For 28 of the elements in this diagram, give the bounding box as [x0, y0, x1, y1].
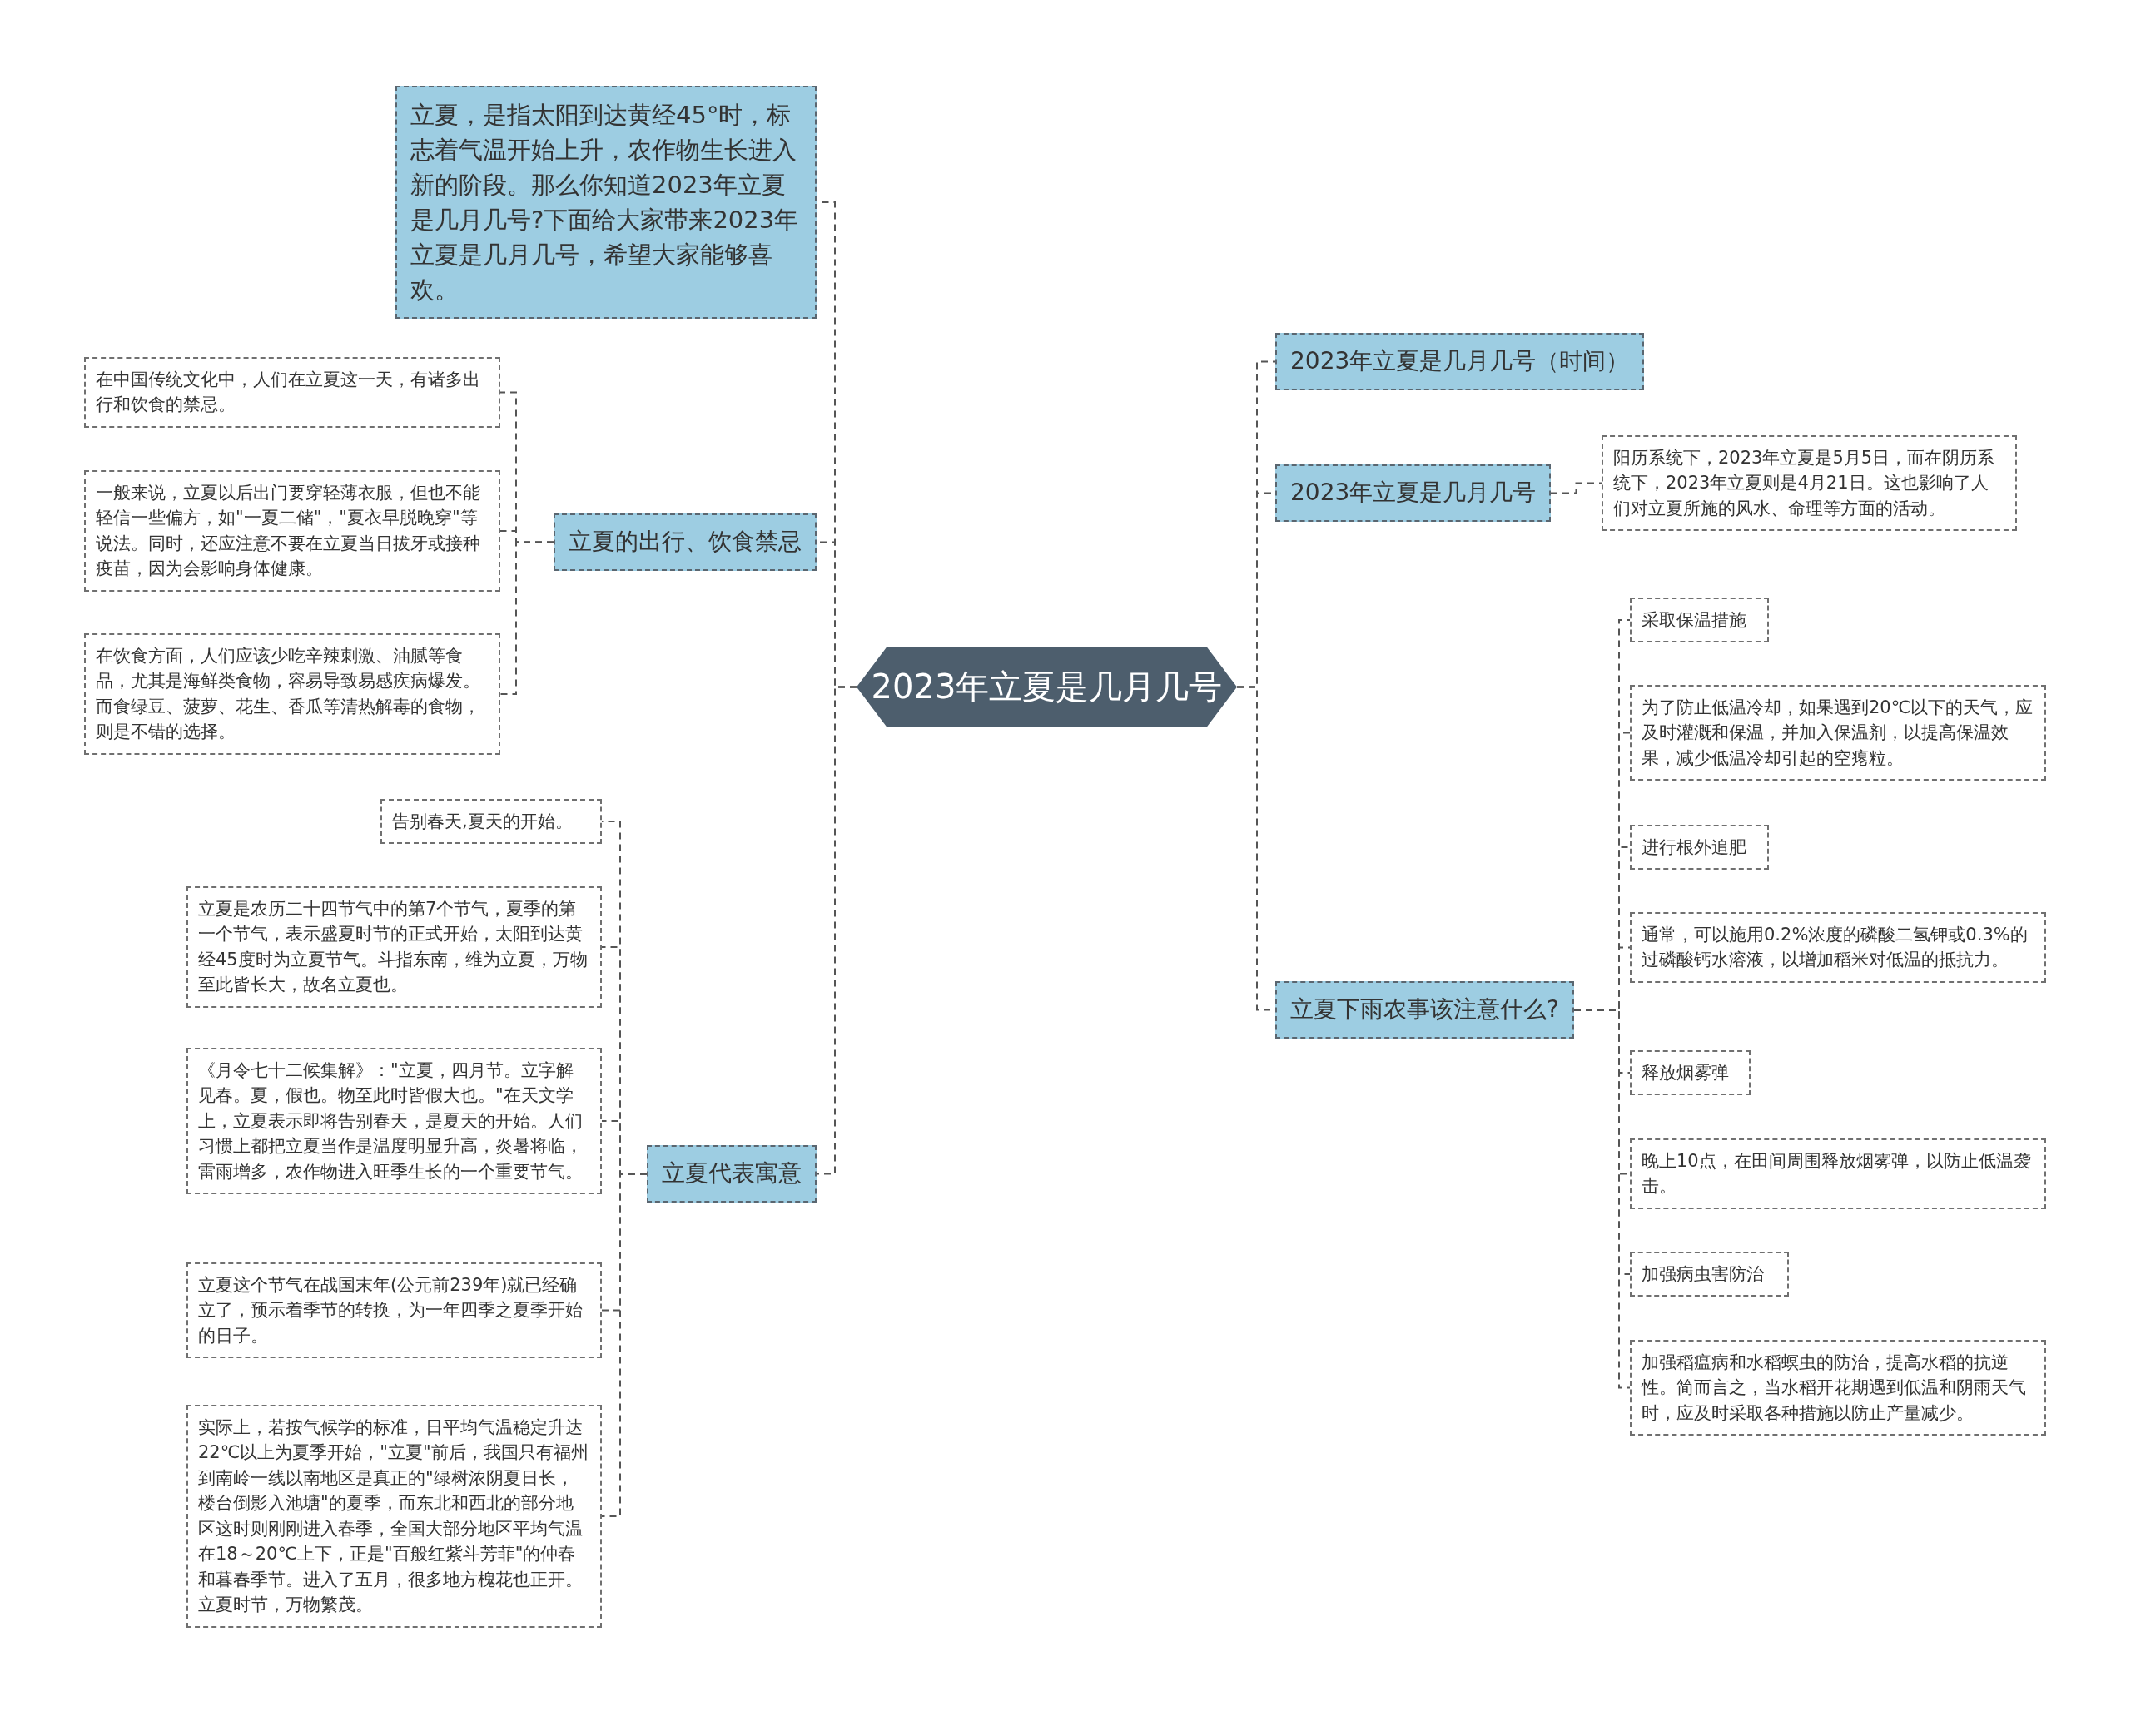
- note-box: 为了防止低温冷却，如果遇到20℃以下的天气，应及时灌溉和保温，并加入保温剂，以提高保温效果，减少低温冷却引起的空瘪粒。: [1630, 685, 2046, 781]
- topic-box: 立夏下雨农事该注意什么?: [1275, 981, 1574, 1039]
- connector-line: [816, 686, 857, 1175]
- note-box: 《月令七十二候集解》："立夏，四月节。立字解见春。夏，假也。物至此时皆假大也。"在天文学上，立夏表示即将告别春天，是夏天的开始。人们习惯上都把立夏当作是温度明显升高，炎暑将临，雷雨增多，农作物进入旺季生长的一个重要节气。: [186, 1048, 602, 1195]
- note-box: 释放烟雾弹: [1630, 1050, 1751, 1096]
- note-box: 进行根外追肥: [1630, 825, 1769, 870]
- topic-box: 立夏的出行、饮食禁忌: [554, 513, 817, 571]
- note-box: 加强稻瘟病和水稻螟虫的防治，提高水稻的抗逆性。简而言之，当水稻开花期遇到低温和阴雨天气时，应及时采取各种措施以防止产量减少。: [1630, 1340, 2046, 1436]
- note-box: 立夏这个节气在战国末年(公元前239年)就已经确立了，预示着季节的转换，为一年四季之夏季开始的日子。: [186, 1262, 602, 1359]
- connector-line: [1550, 482, 1602, 494]
- note-box: 采取保温措施: [1630, 598, 1769, 643]
- topic-box: 立夏代表寓意: [647, 1145, 817, 1203]
- note-box: 一般来说，立夏以后出门要穿轻薄衣服，但也不能轻信一些偏方，如"一夏二储"，"夏衣早脱晚穿"等说法。同时，还应注意不要在立夏当日拔牙或接种疫苗，因为会影响身体健康。: [84, 470, 500, 592]
- note-box: 告别春天,夏天的开始。: [380, 799, 602, 845]
- note-box: 在饮食方面，人们应该少吃辛辣刺激、油腻等食品，尤其是海鲜类食物，容易导致易感疾病爆发。而食绿豆、菠萝、花生、香瓜等清热解毒的食物，则是不错的选择。: [84, 633, 500, 755]
- note-box: 在中国传统文化中，人们在立夏这一天，有诸多出行和饮食的禁忌。: [84, 357, 500, 428]
- note-box: 实际上，若按气候学的标准，日平均气温稳定升达22℃以上为夏季开始，"立夏"前后，我国只有福州到南岭一线以南地区是真正的"绿树浓阴夏日长，楼台倒影入池塘"的夏季，而东北和西北的部分地区这时则刚刚进入春季，全国大部分地区平均气温在18～20℃上下，正是"百般红紫斗芳菲"的仲春和暮春季节。进入了五月，很多地方槐花也正开。立夏时节，万物繁茂。: [186, 1405, 602, 1628]
- note-box: 晚上10点，在田间周围释放烟雾弹，以防止低温袭击。: [1630, 1138, 2046, 1209]
- note-box: 加强病虫害防治: [1630, 1252, 1789, 1297]
- central-topic: [857, 647, 1237, 727]
- note-box: 通常，可以施用0.2%浓度的磷酸二氢钾或0.3%的过磷酸钙水溶液，以增加稻米对低温的抵抗力。: [1630, 912, 2046, 983]
- note-box: 立夏，是指太阳到达黄经45°时，标志着气温开始上升，农作物生长进入新的阶段。那么你知道2023年立夏是几月几号?下面给大家带来2023年立夏是几月几号，希望大家能够喜欢。: [395, 86, 817, 320]
- central-topic-text: 2023年立夏是几月几号: [871, 667, 1223, 707]
- note-box: 阳历系统下，2023年立夏是5月5日，而在阴历系统下，2023年立夏则是4月21日。这也影响了人们对立夏所施的风水、命理等方面的活动。: [1602, 435, 2017, 532]
- topic-box: 2023年立夏是几月几号: [1275, 464, 1552, 522]
- connector-line: [499, 541, 554, 695]
- topic-box: 2023年立夏是几月几号（时间）: [1275, 333, 1645, 390]
- note-box: 立夏是农历二十四节气中的第7个节气，夏季的第一个节气，表示盛夏时节的正式开始，太阳到达黄经45度时为立夏节气。斗指东南，维为立夏，万物至此皆长大，故名立夏也。: [186, 886, 602, 1008]
